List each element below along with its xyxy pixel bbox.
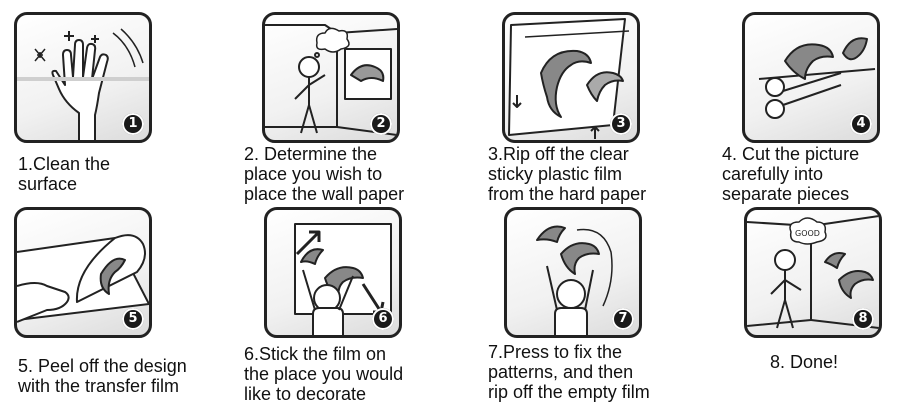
step-number-badge: 4	[850, 113, 872, 135]
step-4-caption: 4. Cut the picture carefully into separa…	[722, 144, 860, 204]
step-5-caption: 5. Peel off the design with the transfer…	[18, 356, 187, 396]
person-thinking-icon	[265, 24, 397, 136]
step-4-illustration: 4	[742, 12, 880, 143]
step-6-caption: 6.Stick the film on the place you would …	[244, 344, 404, 404]
step-3-caption: 3.Rip off the clear sticky plastic film …	[488, 144, 647, 204]
step-1-illustration: 1	[14, 12, 152, 143]
peel-film-icon	[508, 18, 630, 139]
step-5-illustration: 5	[14, 207, 152, 338]
step-1-caption: 1.Clean the surface	[18, 154, 111, 194]
thought-bubble-text: GOOD	[795, 229, 820, 238]
stick-film-icon	[294, 223, 392, 335]
step-7-caption: 7.Press to fix the patterns, and then ri…	[488, 342, 650, 402]
scissors-icon	[758, 37, 876, 119]
step-2-caption: 2. Determine the place you wish to place…	[244, 144, 405, 204]
step-number-badge: 6	[372, 308, 394, 330]
step-number-badge: 2	[370, 113, 392, 135]
step-2-illustration: 2	[262, 12, 400, 143]
step-number-badge: 5	[122, 308, 144, 330]
peel-design-icon	[17, 234, 149, 323]
step-8-illustration: GOOD 8	[744, 207, 882, 338]
step-6-illustration: 6	[264, 207, 402, 338]
press-pattern-icon	[536, 225, 613, 335]
step-number-badge: 1	[122, 113, 144, 135]
step-8-caption: 8. Done!	[770, 352, 839, 372]
hand-cleaning-icon	[17, 28, 149, 140]
step-3-illustration: 3	[502, 12, 640, 143]
done-person-icon: GOOD	[747, 215, 879, 329]
step-7-illustration: 7	[504, 207, 642, 338]
step-number-badge: 8	[852, 308, 874, 330]
step-number-badge: 7	[612, 308, 634, 330]
step-number-badge: 3	[610, 113, 632, 135]
